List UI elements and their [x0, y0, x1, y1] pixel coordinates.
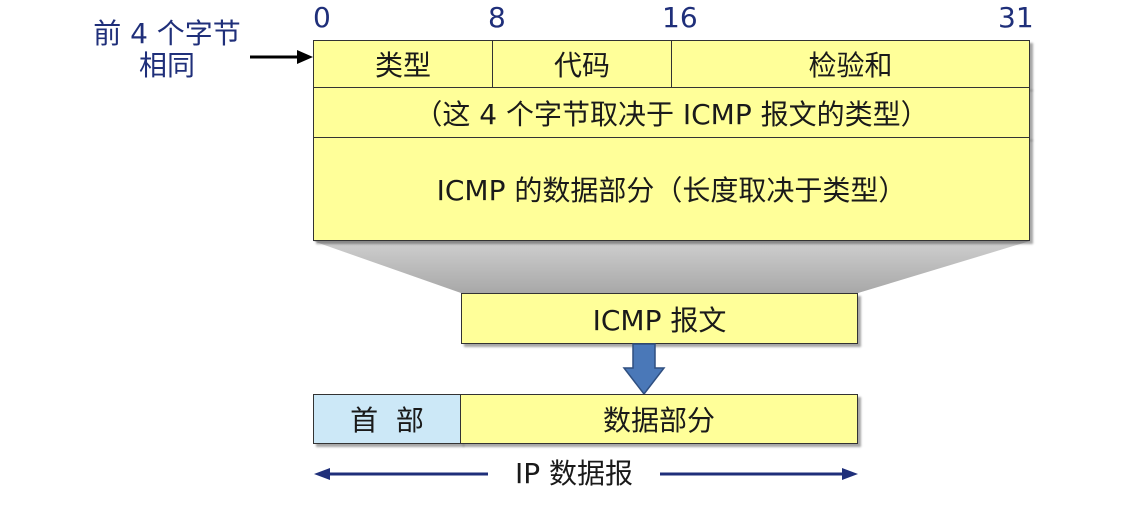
field-icmp-data-label: ICMP 的数据部分（长度取决于类型）: [436, 174, 907, 207]
bit-label-0: 0: [313, 1, 331, 34]
bit-label-31: 31: [998, 1, 1034, 34]
side-note-line1: 前 4 个字节: [93, 17, 241, 50]
icmp-message-label: ICMP 报文: [592, 303, 727, 337]
ip-header-label: 首 部: [350, 404, 424, 437]
icmp-message-box: ICMP 报文: [461, 293, 858, 344]
ip-data-box: 数据部分: [460, 394, 858, 444]
bit-label-16: 16: [662, 1, 698, 34]
field-icmp-data: ICMP 的数据部分（长度取决于类型）: [313, 137, 1030, 241]
ip-data-label: 数据部分: [602, 404, 715, 437]
ip-header-box: 首 部: [313, 394, 461, 444]
field-checksum: 检验和: [671, 40, 1030, 88]
ip-datagram-label: IP 数据报: [514, 457, 634, 490]
side-note-line2: 相同: [138, 49, 195, 82]
field-checksum-label: 检验和: [808, 49, 893, 82]
side-note: 前 4 个字节 相同: [72, 18, 262, 82]
field-code-label: 代码: [553, 49, 610, 82]
field-type-dependent-label: （这 4 个字节取决于 ICMP 报文的类型）: [414, 97, 929, 131]
bit-label-8: 8: [488, 1, 506, 34]
field-type-label: 类型: [374, 49, 431, 82]
